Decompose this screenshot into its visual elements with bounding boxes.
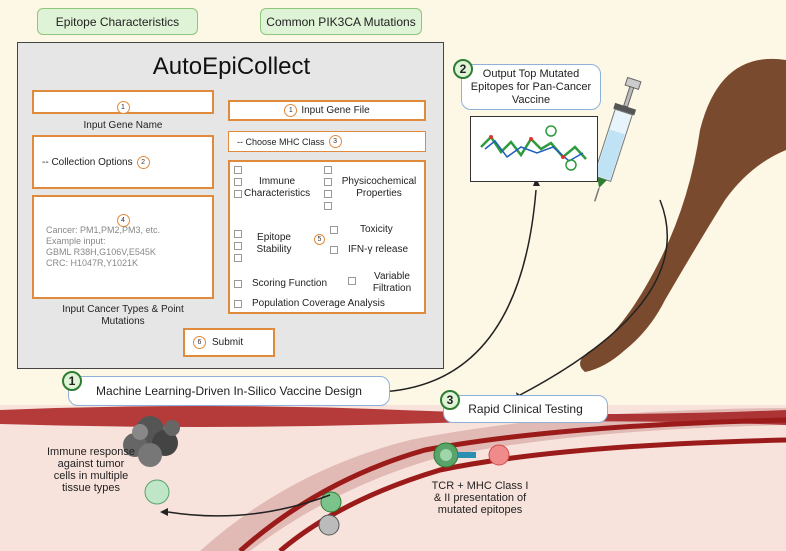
- epitope-stability-label: Epitope Stability: [256, 232, 292, 255]
- cancer-types-textarea[interactable]: 4 Cancer: PM1,PM2,PM3, etc. Example inpu…: [32, 195, 214, 299]
- vessel-wall-top: [0, 406, 786, 427]
- variable-filtration-label: Variable Filtration: [372, 271, 412, 294]
- ifn-release-label: IFN-γ release: [348, 244, 409, 255]
- tcr-mhc-text: TCR + MHC Class I & II presentation of m…: [431, 480, 529, 516]
- collection-num: 2: [136, 155, 150, 169]
- gene-name-label: Input Gene Name: [83, 120, 163, 131]
- cancer-placeholder-4: CRC: H1047R,Y1021K: [46, 258, 139, 268]
- gene-file-label: Input Gene File: [301, 105, 370, 116]
- tcell-3: [318, 514, 340, 536]
- cancer-types-label: Input Cancer Types & Point Mutations: [62, 304, 184, 327]
- tumor-cell: [488, 444, 510, 466]
- cancer-placeholder-3: GBML R38H,G106V,E545K: [46, 247, 156, 257]
- app-title: AutoEpiCollect: [152, 53, 311, 80]
- step3-bubble: Rapid Clinical Testing: [443, 395, 608, 423]
- autoepicollect-panel: AutoEpiCollect 1 Input Gene Name 1 Input…: [17, 42, 444, 369]
- mhc-select-label: -- Choose MHC Class: [237, 136, 325, 147]
- collection-options-box: Immune Characteristics Physicochemical P…: [228, 160, 426, 314]
- gene-file-button[interactable]: 1 Input Gene File: [228, 100, 426, 121]
- collection-options-select[interactable]: -- Collection Options 2: [32, 135, 214, 189]
- checkbox-3[interactable]: [234, 190, 242, 198]
- step2-num: 2: [453, 59, 473, 79]
- physicochemical-label: Physicochemical Properties: [341, 176, 417, 199]
- molecule-icon: [480, 125, 587, 171]
- immune-response-text: Immune response against tumor cells in m…: [46, 446, 136, 494]
- submit-label: Submit: [212, 337, 244, 348]
- checkbox-population[interactable]: [234, 300, 242, 308]
- cancer-placeholder-2: Example input:: [46, 236, 106, 246]
- checkbox-7[interactable]: [324, 202, 332, 210]
- cancer-placeholder-1: Cancer: PM1,PM2,PM3, etc.: [46, 225, 161, 235]
- tcell-immune: [144, 479, 170, 505]
- submit-button[interactable]: 6 Submit: [183, 328, 275, 357]
- checkbox-10[interactable]: [234, 254, 242, 262]
- mhc-class-select[interactable]: -- Choose MHC Class 3: [228, 131, 426, 152]
- toxicity-label: Toxicity: [360, 224, 393, 235]
- population-coverage-label: Population Coverage Analysis: [252, 298, 385, 309]
- checkbox-2[interactable]: [234, 178, 242, 186]
- tissue-band: [0, 405, 786, 551]
- step2-bubble: Output Top Mutated Epitopes for Pan-Canc…: [461, 64, 601, 110]
- checkbox-4[interactable]: [324, 166, 332, 174]
- checkbox-1[interactable]: [234, 166, 242, 174]
- checkbox-ifn[interactable]: [330, 246, 338, 254]
- checkbox-scoring[interactable]: [234, 280, 242, 288]
- step1-num: 1: [62, 371, 82, 391]
- submit-num: 6: [193, 336, 206, 349]
- immune-characteristics-label: Immune Characteristics: [244, 176, 311, 199]
- checkbox-toxicity[interactable]: [330, 226, 338, 234]
- gene-name-input[interactable]: 1: [32, 90, 214, 114]
- syringe-illustration: [592, 76, 642, 202]
- epitope-structure-image: [470, 116, 598, 182]
- arm-illustration: [580, 58, 786, 373]
- tumor-cluster: [123, 416, 180, 467]
- step1-bubble: Machine Learning-Driven In-Silico Vaccin…: [68, 376, 390, 406]
- tcr-receptor: [458, 452, 476, 458]
- epitope-characteristics-label: Epitope Characteristics: [37, 8, 198, 35]
- options-num: 5: [314, 234, 325, 245]
- cancer-num: 4: [116, 214, 130, 227]
- collection-options-label: -- Collection Options: [42, 156, 133, 168]
- scoring-function-label: Scoring Function: [252, 278, 328, 289]
- mhc-num: 3: [328, 135, 342, 148]
- checkbox-8[interactable]: [234, 230, 242, 238]
- gene-file-num: 1: [284, 104, 298, 117]
- checkbox-6[interactable]: [324, 190, 332, 198]
- checkbox-filtration[interactable]: [348, 277, 356, 285]
- checkbox-9[interactable]: [234, 242, 242, 250]
- tcell-2: [320, 491, 342, 513]
- common-mutations-label: Common PIK3CA Mutations: [260, 8, 422, 35]
- gene-input-num: 1: [116, 101, 130, 114]
- step3-num: 3: [440, 390, 460, 410]
- checkbox-5[interactable]: [324, 178, 332, 186]
